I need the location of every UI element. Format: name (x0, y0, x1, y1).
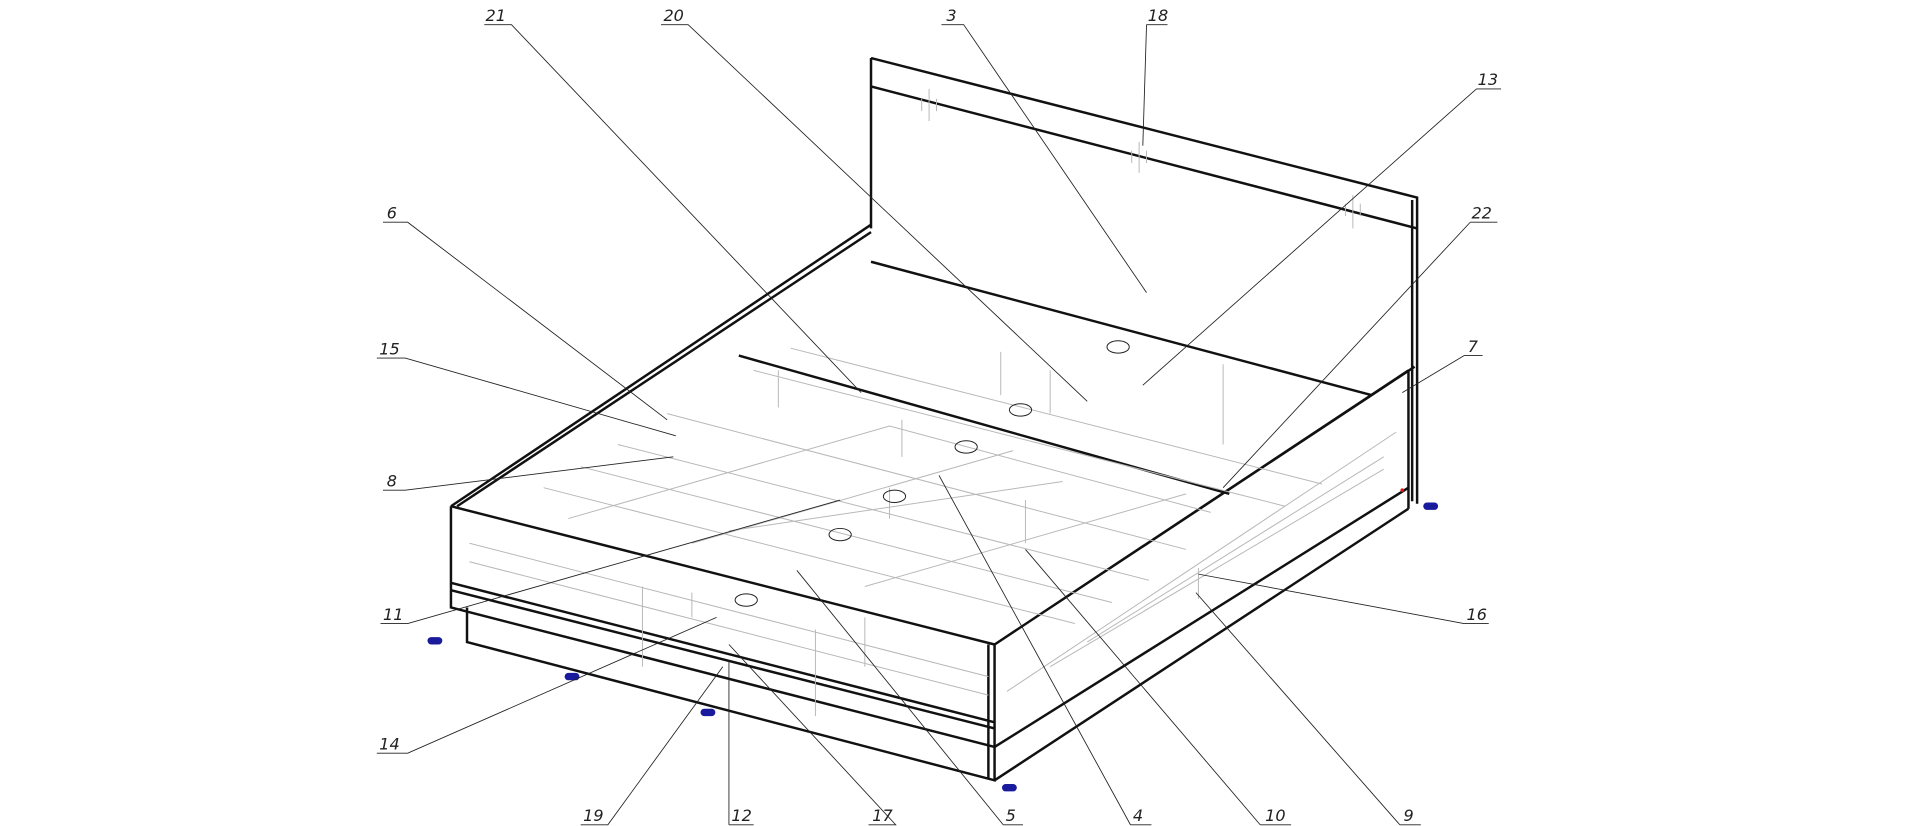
callout-6: 6 (387, 204, 397, 223)
callout-22: 22 (1471, 204, 1491, 223)
callout-20: 20 (663, 6, 683, 25)
bed-frame (427, 56, 1439, 792)
callout-14: 14 (379, 734, 399, 753)
callout-4: 4 (1133, 806, 1143, 825)
callout-11: 11 (383, 605, 403, 624)
callout-5: 5 (1006, 806, 1016, 825)
callout-8: 8 (387, 471, 397, 490)
marker-dot (1400, 488, 1405, 493)
callout-10: 10 (1265, 806, 1285, 825)
callout-21: 21 (486, 6, 506, 25)
callout-12: 12 (731, 806, 751, 825)
callout-19: 19 (583, 806, 603, 825)
callout-13: 13 (1478, 70, 1498, 89)
headboard-fittings (921, 88, 1361, 229)
callout-18: 18 (1148, 6, 1168, 25)
leader-lines (376, 24, 1502, 826)
callout-15: 15 (379, 339, 399, 358)
adjustable-feet (427, 502, 1439, 792)
cable-holes (734, 340, 1130, 607)
callout-labels: 21 20 3 18 13 22 6 15 8 7 11 16 14 19 12… (379, 6, 1498, 825)
callout-17: 17 (872, 806, 893, 825)
callout-16: 16 (1467, 605, 1487, 624)
callout-9: 9 (1404, 806, 1414, 825)
callout-3: 3 (946, 6, 956, 25)
callout-7: 7 (1468, 337, 1479, 356)
